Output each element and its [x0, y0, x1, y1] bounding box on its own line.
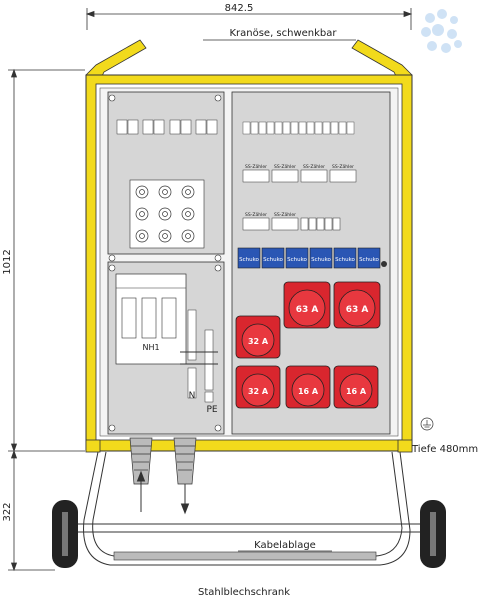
meter-row-2 — [242, 217, 341, 231]
meter-label: SS-Zähler — [245, 212, 267, 218]
schuko-socket — [237, 247, 261, 269]
left-upper-panel — [107, 91, 225, 262]
hinge-icon — [214, 264, 222, 272]
socket-rating: 32 A — [248, 337, 269, 346]
ground-symbol-icon — [420, 417, 434, 431]
terminal-strip — [187, 309, 214, 403]
socket-rating: 16 A — [346, 387, 367, 396]
fuse-holders-icon — [135, 185, 195, 243]
brand-logo-icon — [421, 9, 462, 53]
schuko-socket — [261, 247, 285, 269]
socket-rating: 32 A — [248, 387, 269, 396]
meter-label: SS-Zähler — [332, 164, 354, 170]
crane-eye — [85, 39, 413, 81]
crane-eye-label: Kranöse, schwenkbar — [229, 28, 337, 39]
width-dimension-label: 842.5 — [225, 3, 254, 14]
wheel-left-icon — [52, 500, 78, 568]
hinge-icon — [108, 264, 116, 272]
hinge-icon — [108, 424, 116, 432]
fuse-block — [129, 179, 205, 249]
schuko-label: Schuko — [335, 257, 355, 263]
hinge-icon — [108, 94, 116, 102]
schuko-label: Schuko — [287, 257, 307, 263]
width-dimension — [85, 8, 413, 30]
meter-labels: SS-Zähler SS-Zähler SS-Zähler SS-Zähler … — [245, 164, 354, 218]
cable-out-arrow-icon — [180, 484, 190, 515]
cable-storage-tray — [113, 551, 377, 561]
schuko-socket — [357, 247, 381, 269]
cable-in-arrow-icon — [136, 470, 146, 512]
frame-height-label: 322 — [2, 502, 13, 521]
schuko-label: Schuko — [239, 257, 259, 263]
right-breaker-row — [242, 121, 355, 135]
wheel-right-icon — [420, 500, 446, 568]
hinge-icon — [214, 424, 222, 432]
left-breaker-row — [116, 119, 218, 135]
meter-label: SS-Zähler — [274, 212, 296, 218]
cable-glands — [129, 437, 197, 485]
height-dimension — [8, 68, 85, 572]
schuko-socket-row: Schuko Schuko Schuko Schuko Schuko Schuk… — [237, 247, 381, 269]
meter-row-1 — [242, 169, 357, 183]
protective-earth-label: PE — [206, 405, 217, 415]
socket-rating: 16 A — [298, 387, 319, 396]
schuko-socket — [285, 247, 309, 269]
door-lock-icon — [381, 261, 387, 267]
socket-rating: 63 A — [296, 305, 319, 315]
cee-small-sockets: 32 A 32 A 16 A 16 A — [235, 315, 379, 409]
socket-rating: 63 A — [346, 305, 369, 315]
left-lower-panel — [107, 261, 225, 435]
main-switch-label: NH1 — [142, 343, 159, 352]
cee-63a-sockets: 63 A 63 A — [283, 281, 381, 329]
meter-label: SS-Zähler — [303, 164, 325, 170]
cabinet-height-label: 1012 — [2, 249, 13, 274]
schuko-label: Schuko — [359, 257, 379, 263]
neutral-label: N — [189, 391, 196, 401]
schuko-socket — [333, 247, 357, 269]
depth-label: Tiefe 480mm — [411, 444, 478, 455]
cable-storage-label: Kabelablage — [254, 540, 316, 551]
schuko-label: Schuko — [263, 257, 283, 263]
schuko-socket — [309, 247, 333, 269]
hinge-icon — [214, 254, 222, 262]
material-label: Stahlblechschrank — [198, 587, 290, 598]
hinge-icon — [108, 254, 116, 262]
meter-label: SS-Zähler — [245, 164, 267, 170]
schuko-label: Schuko — [311, 257, 331, 263]
hinge-icon — [214, 94, 222, 102]
trolley-frame — [60, 451, 440, 566]
meter-label: SS-Zähler — [274, 164, 296, 170]
